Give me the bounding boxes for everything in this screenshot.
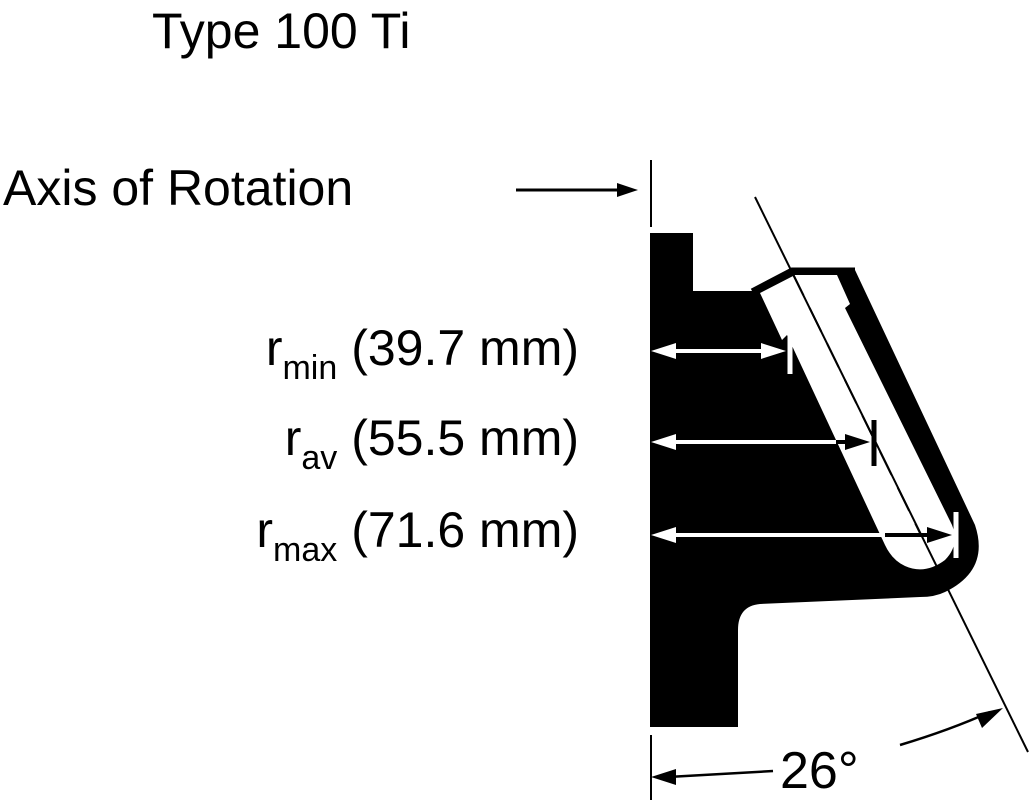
r-min-symbol: r [265,320,283,376]
r-av-value: (55.5 mm) [351,410,579,466]
rotor-body [650,233,979,727]
r-max-dimension-arrow [651,512,959,558]
angle-arrow-left-icon [651,769,676,785]
r-max-symbol: r [256,502,274,558]
tube-groove [760,275,955,570]
tube-centerline [791,271,921,534]
r-min-dimension-arrow [651,330,793,374]
angle-arrow-right-icon [976,708,1003,728]
axis-pointer-arrow-icon [516,183,638,197]
r-av-symbol: r [284,410,302,466]
r-max-label: rmax (71.6 mm) [256,502,579,567]
r-min-subscript: min [282,349,338,387]
axis-of-rotation-label: Axis of Rotation [3,160,354,216]
r-max-value: (71.6 mm) [351,502,579,558]
r-av-dimension-arrow [651,420,877,466]
r-min-label: rmin (39.7 mm) [265,320,579,385]
r-av-label: rav (55.5 mm) [284,410,579,475]
diagram-title: Type 100 Ti [152,3,411,59]
r-av-subscript: av [301,439,338,477]
r-min-value: (39.7 mm) [351,320,579,376]
r-max-subscript: max [273,531,338,569]
angle-label: 26° [780,742,859,800]
angle-dimension [650,708,1003,800]
